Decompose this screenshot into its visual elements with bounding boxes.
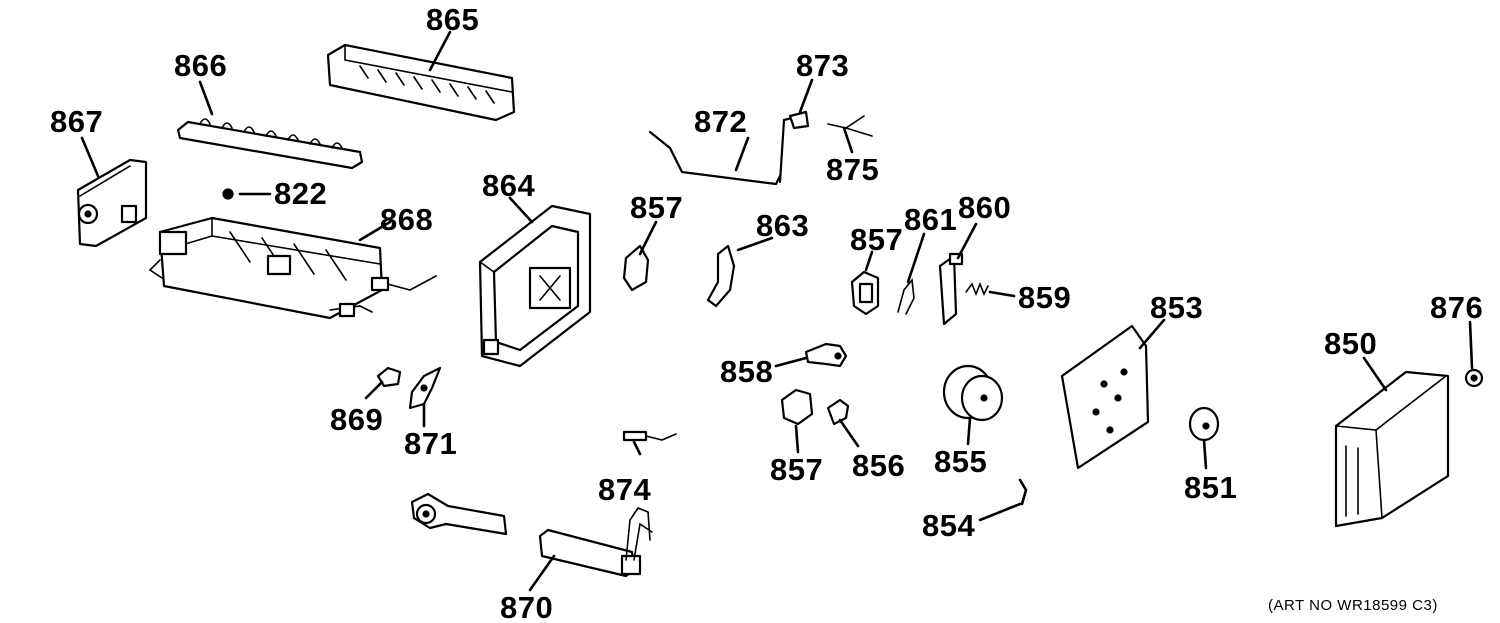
part-822-screw[interactable] [222,188,234,200]
label-861: 861 [904,202,957,237]
part-number-labels: 865 866 867 822 868 864 857 863 872 873 … [50,2,1483,623]
part-850-front-cover[interactable] [1334,370,1450,528]
label-850: 850 [1324,326,1377,361]
label-859: 859 [1018,280,1071,315]
label-871: 871 [404,426,457,461]
label-822: 822 [274,176,327,211]
part-854-clip[interactable] [1018,478,1028,506]
label-869: 869 [330,402,383,437]
label-860: 860 [958,190,1011,225]
part-859-spring[interactable] [965,281,989,297]
part-858-thermostat[interactable] [804,342,848,368]
label-875: 875 [826,152,879,187]
label-858: 858 [720,354,773,389]
part-876-plug[interactable] [1464,368,1484,388]
label-856: 856 [852,448,905,483]
label-867: 867 [50,104,103,139]
art-number: (ART NO WR18599 C3) [1268,597,1438,614]
label-866: 866 [174,48,227,83]
part-857-switch-b[interactable] [850,270,880,316]
part-864-housing[interactable] [478,204,592,368]
part-855-motor[interactable] [942,364,1004,422]
part-867-mounting-plate[interactable] [76,158,148,248]
part-866-ejector[interactable] [176,118,364,170]
label-870: 870 [500,590,553,623]
label-876: 876 [1430,290,1483,325]
part-871-cam[interactable] [408,366,442,410]
part-860-bracket[interactable] [938,252,964,326]
label-874: 874 [598,472,651,507]
label-853: 853 [1150,290,1203,325]
part-875-spring[interactable] [827,115,873,137]
part-853-control-board[interactable] [1060,324,1150,470]
label-857-c: 857 [770,452,823,487]
label-865: 865 [426,2,479,37]
part-861-spring[interactable] [897,277,915,315]
part-869-gear[interactable] [376,366,402,388]
label-868: 868 [380,202,433,237]
label-857-a: 857 [630,190,683,225]
label-863: 863 [756,208,809,243]
label-854: 854 [922,508,975,543]
label-873: 873 [796,48,849,83]
part-857-switch-c[interactable] [780,388,814,426]
part-873-retainer[interactable] [788,110,810,130]
label-857-b: 857 [850,222,903,257]
label-872: 872 [694,104,747,139]
part-865-cover[interactable] [326,43,516,122]
part-851-knob[interactable] [1188,406,1220,442]
label-851: 851 [1184,470,1237,505]
leader-lines [80,30,1474,592]
label-864: 864 [482,168,535,203]
part-868-ice-mold[interactable] [148,216,437,320]
label-855: 855 [934,444,987,479]
part-857-switch-a[interactable] [622,244,650,292]
part-874-harness[interactable] [622,430,677,561]
part-856-fitting[interactable] [826,398,850,426]
part-872-shutoff-arm[interactable] [648,114,802,186]
part-863-lever[interactable] [706,244,736,308]
